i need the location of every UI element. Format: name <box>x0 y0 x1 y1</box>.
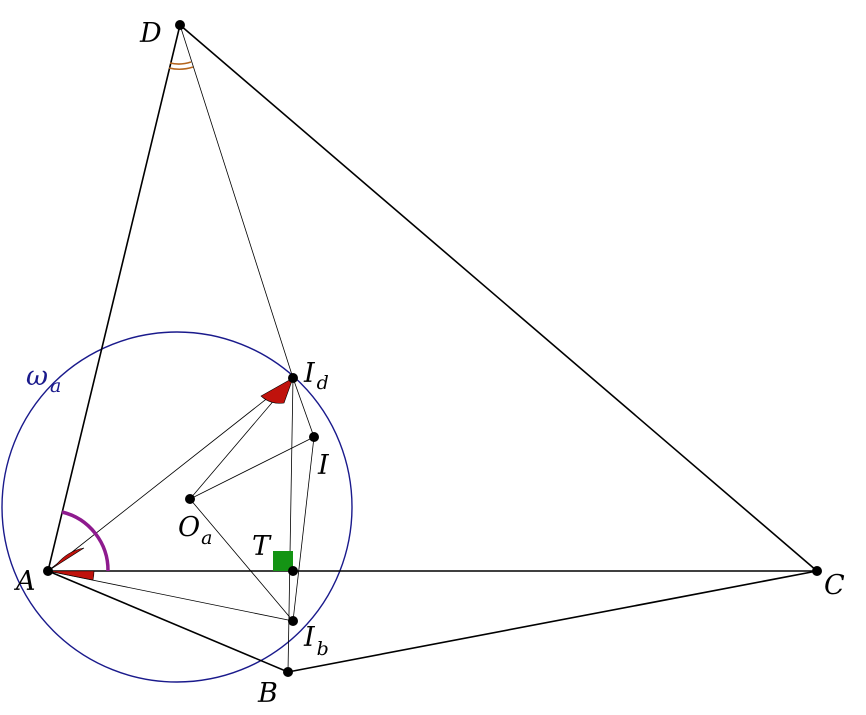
segment-A-Id <box>47 377 294 572</box>
label-Ib-sub: b <box>317 638 329 660</box>
segment-I-Ib <box>292 436 315 622</box>
right-angle-mark-T <box>273 551 293 571</box>
label-B: B <box>257 678 278 709</box>
label-T: T <box>252 531 272 562</box>
segment-Id-B <box>287 377 294 673</box>
segment-C-B <box>287 570 818 673</box>
label-Oa-base: O <box>178 512 200 543</box>
segment-Id-I <box>292 377 315 438</box>
point-B <box>283 667 293 677</box>
point-Ib <box>288 616 298 626</box>
label-Oa: Oa <box>178 512 212 549</box>
label-D: D <box>139 18 162 49</box>
label-Id-base: I <box>303 358 316 389</box>
label-A: A <box>13 566 36 597</box>
point-T <box>288 566 298 576</box>
segment-D-C <box>179 24 818 572</box>
angle-arc-D-outer <box>168 66 194 71</box>
label-omega-a-sub: a <box>50 375 61 397</box>
segment-B-A <box>47 570 289 673</box>
point-I <box>309 432 319 442</box>
segment-Oa-I <box>189 436 315 500</box>
circle-omega-a <box>1 331 353 683</box>
point-C <box>812 566 822 576</box>
angle-marker-A-lower <box>47 570 95 581</box>
point-D <box>175 20 185 30</box>
angle-arc-A <box>61 510 110 572</box>
label-I: I <box>317 450 330 481</box>
angle-marker-Id <box>260 377 294 404</box>
segment-A-D <box>47 24 181 572</box>
point-A <box>43 566 53 576</box>
angle-arc-D-inner <box>169 61 192 65</box>
segment-Oa-Ib <box>189 498 294 622</box>
point-Oa <box>185 494 195 504</box>
label-omega-a-base: ω <box>26 361 48 392</box>
label-Ib-base: I <box>303 622 316 653</box>
label-C: C <box>824 570 845 601</box>
label-Oa-sub: a <box>201 527 212 549</box>
label-Id-sub: d <box>317 372 329 394</box>
angle-marker-A-upper <box>47 547 85 572</box>
point-Id <box>288 373 298 383</box>
segment-D-Id <box>179 24 294 379</box>
